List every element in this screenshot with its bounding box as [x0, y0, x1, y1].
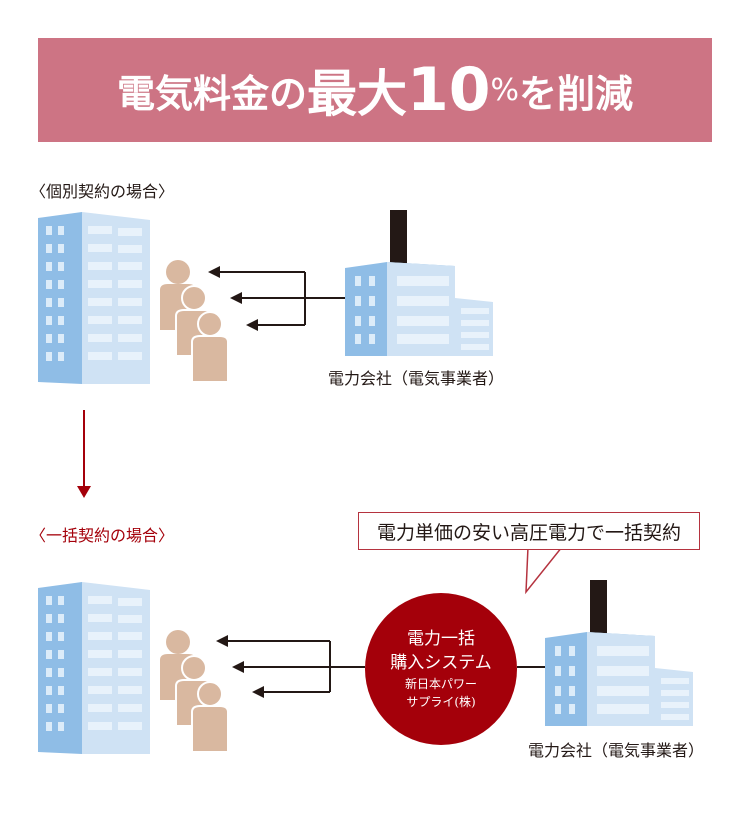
headline-percent: % [490, 72, 519, 108]
supplier-label: 電力会社（電気事業者） [528, 741, 705, 760]
company-name-1: 新日本パワー [404, 677, 477, 691]
bulk-heading: 〈一括契約の場合〉 [30, 526, 175, 545]
bulk-purchase-system-badge: 電力一括 購入システム 新日本パワー サプライ(株) [365, 593, 517, 745]
individual-heading: 〈個別契約の場合〉 [30, 182, 175, 201]
power-plant-icon [345, 210, 493, 356]
callout-box: 電力単価の安い高圧電力で一括契約 [358, 512, 700, 550]
office-building-icon [38, 582, 150, 754]
company-name-2: サプライ(株) [406, 695, 476, 709]
people-icon [159, 629, 229, 753]
headline-emphasis: 最大 [306, 65, 407, 123]
supplier-label: 電力会社（電気事業者） [328, 369, 505, 388]
down-arrow [77, 410, 91, 498]
supply-arrows-individual [208, 266, 345, 331]
system-title-2: 購入システム [390, 653, 492, 673]
office-building-icon [38, 212, 150, 384]
headline-text: 電気料金の [116, 71, 307, 116]
headline-text-end: を削減 [519, 71, 634, 116]
callout-text: 電力単価の安い高圧電力で一括契約 [376, 521, 681, 544]
callout-tail [525, 546, 564, 595]
system-title-1: 電力一括 [407, 629, 475, 649]
headline-number: 10 [406, 55, 491, 125]
power-plant-icon [545, 580, 693, 726]
people-icon [159, 259, 229, 383]
supply-arrows-bulk [216, 635, 545, 698]
